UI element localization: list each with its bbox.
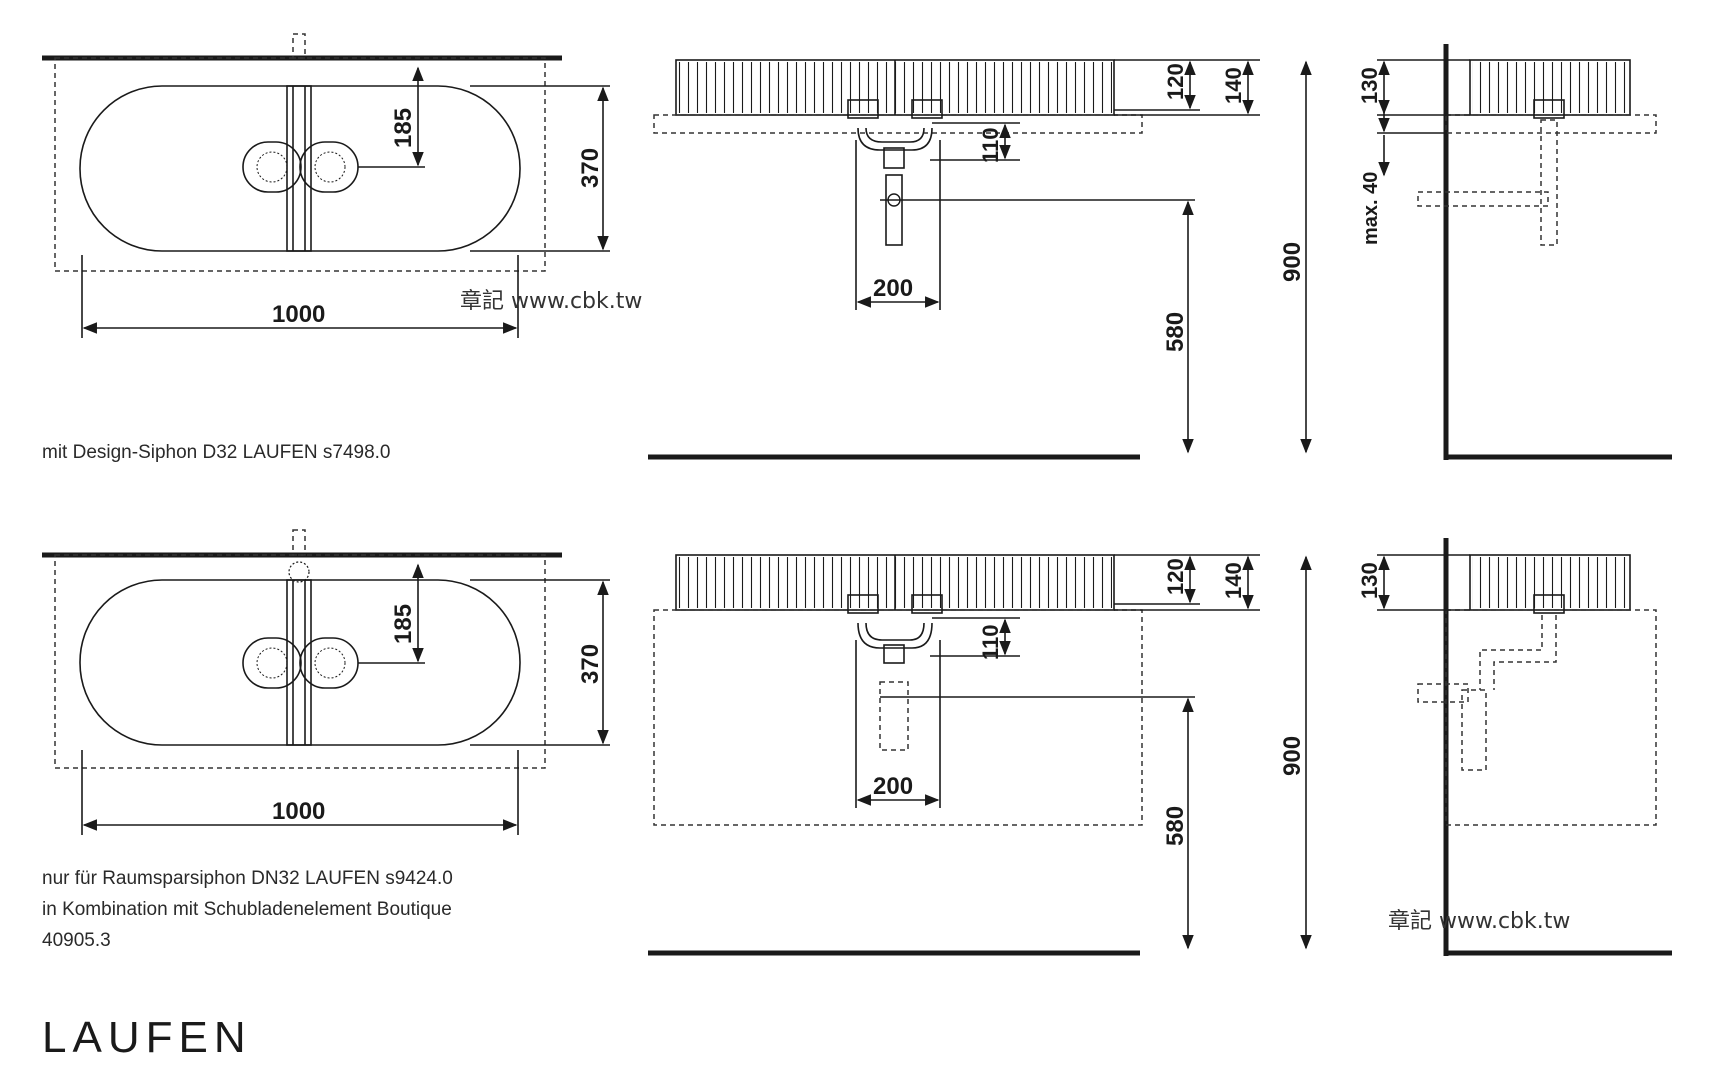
basin-channel: [286, 85, 312, 252]
rim-label: 120: [1163, 63, 1188, 100]
rim-label: 120: [1163, 558, 1188, 595]
plan-tap-offset-label: 185: [390, 604, 417, 644]
plan-width-label: 1000: [272, 798, 325, 825]
laufen-logo: LAUFEN: [42, 1013, 252, 1062]
variant-note-line2: in Kombination mit Schubladenelement Bou…: [42, 899, 452, 920]
bowl-height-label: 130: [1357, 562, 1382, 599]
max-label: max. 40: [1360, 172, 1382, 245]
plan-depth-label: 370: [577, 644, 604, 684]
height-label: 900: [1279, 736, 1306, 776]
outlet-height-label: 580: [1162, 312, 1189, 352]
tap-hole: [292, 33, 306, 59]
bottom-front-view: 200 120 140 110 580 900: [648, 554, 1312, 956]
siphon-width-label: 200: [873, 275, 913, 302]
watermark: 章記 www.cbk.tw: [460, 289, 642, 314]
drawer-unit-outline: [1445, 609, 1657, 826]
watermark: 章記 www.cbk.tw: [1388, 909, 1570, 934]
siphon-width-label: 200: [873, 773, 913, 800]
variant-note: mit Design-Siphon D32 LAUFEN s7498.0: [42, 442, 391, 463]
bowl-height-label: 130: [1357, 67, 1382, 104]
total-label: 140: [1221, 67, 1246, 104]
drain-left: [242, 141, 302, 193]
total-label: 140: [1221, 562, 1246, 599]
height-label: 900: [1279, 242, 1306, 282]
top-plan-view: 185 370 1000: [42, 33, 610, 338]
plan-depth-label: 370: [577, 148, 604, 188]
waste-label: 110: [978, 625, 1003, 661]
drain-right: [299, 141, 359, 193]
top-front-view: 200 120 140 110 580 900: [648, 59, 1312, 460]
waste-label: 110: [978, 128, 1003, 164]
variant-note-line1: nur für Raumsparsiphon DN32 LAUFEN s9424…: [42, 868, 453, 889]
plan-tap-offset-label: 185: [390, 108, 417, 148]
outlet-height-label: 580: [1162, 806, 1189, 846]
variant-note-line3: 40905.3: [42, 930, 111, 951]
bottom-plan-view: 185 370 1000: [42, 529, 610, 835]
drawer-unit-outline: [653, 609, 1143, 826]
counter-edge: [653, 114, 1143, 134]
top-side-view: 130 max. 40: [1357, 44, 1672, 460]
plan-width-label: 1000: [272, 301, 325, 328]
bottom-side-view: 130: [1357, 538, 1672, 956]
